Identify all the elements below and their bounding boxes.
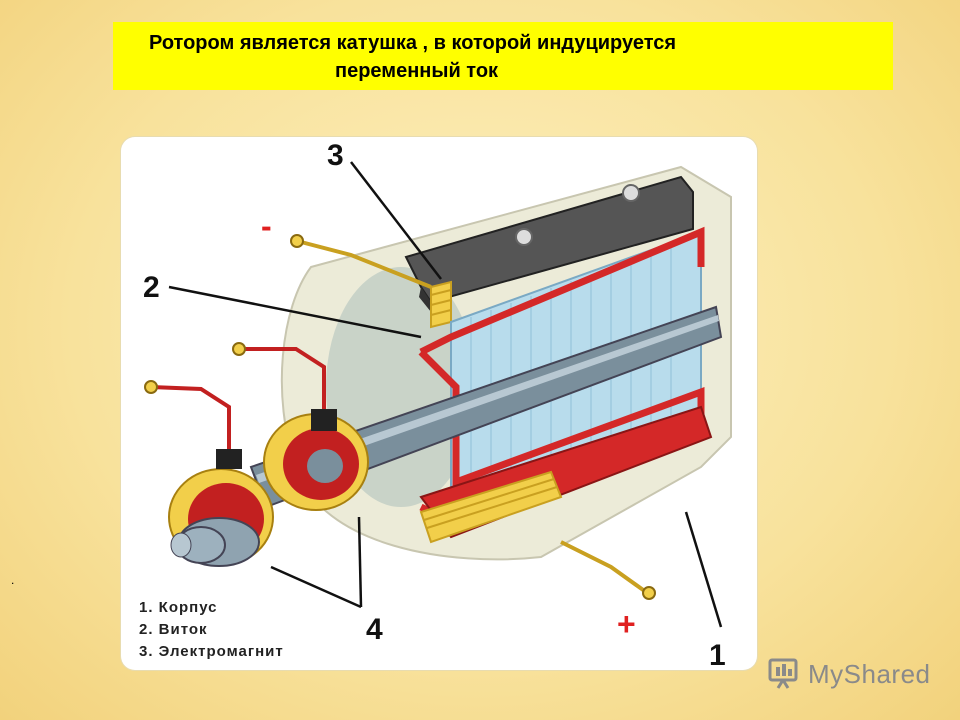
laminations-top [430,280,452,329]
lead-wires [150,240,648,594]
callout-lines [168,161,723,628]
title-line-1: Ротором является катушка , в которой инд… [149,32,677,54]
legend-item-2: 2. Виток [139,621,208,638]
minus-sign: - [261,208,272,244]
myshared-logo-text: MyShared [808,658,931,689]
slip-ring-1 [168,468,274,567]
legend: 1. Корпус 2. Виток 3. Электромагнит [139,599,284,665]
legend-item-1: 1. Корпус [139,599,218,616]
stray-dot: . [11,573,15,587]
generator-diagram: 3 2 1 4 - + [143,139,732,670]
bolt-icon [515,228,533,246]
callout-4: 4 [366,613,383,646]
callout-1: 1 [709,639,726,670]
title-line-2: переменный ток [335,60,499,82]
bolt-icon [622,184,640,202]
brush-1 [216,449,242,469]
legend-item-3: 3. Электромагнит [139,643,284,660]
slip-ring-2 [263,413,369,511]
brush-2 [311,409,337,431]
terminal-lugs [144,234,656,600]
plus-sign: + [617,606,636,642]
title-banner: Ротором является катушка , в которой инд… [113,22,893,90]
laminations-bottom [419,470,563,544]
callout-3: 3 [327,139,344,172]
myshared-logo-icon [768,658,798,689]
generator-diagram-card: 3 2 1 4 - + 1. Корпус 2. Виток 3. Электр… [121,137,757,670]
myshared-logo: MyShared [768,656,931,692]
callout-2: 2 [143,271,160,304]
